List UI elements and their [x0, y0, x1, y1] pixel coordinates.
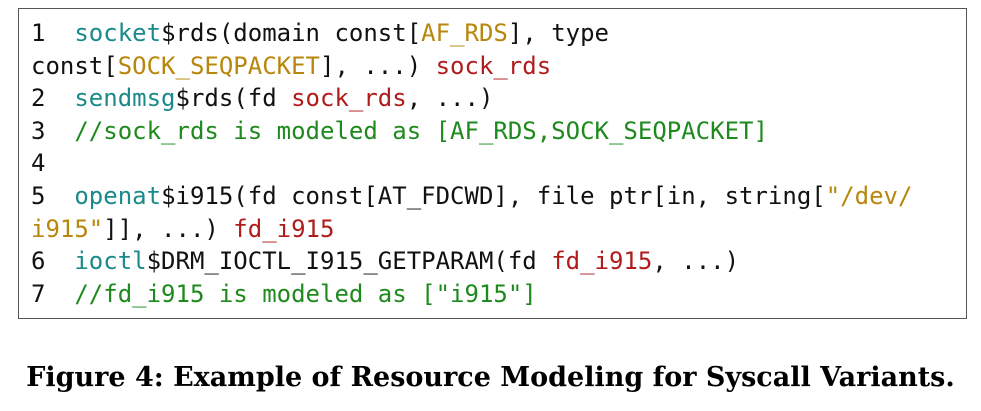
code-line-1-continued: const[SOCK_SEQPACKET], ...) sock_rds: [31, 50, 966, 83]
code-text: , ...): [406, 84, 494, 113]
code-text: ], type: [507, 19, 610, 47]
resource-name: sock_rds: [435, 51, 552, 80]
constant-value: AF_RDS: [421, 19, 508, 47]
code-line-7: 7 //fd_i915 is modeled as ["i915"]: [31, 278, 966, 311]
line-number: 2: [31, 84, 46, 113]
code-line-6: 6 ioctl$DRM_IOCTL_I915_GETPARAM(fd fd_i9…: [31, 245, 966, 278]
line-number: 7: [31, 279, 46, 308]
resource-name: sock_rds: [291, 84, 407, 113]
code-line-5: 5 openat$i915(fd const[AT_FDCWD], file p…: [31, 180, 966, 213]
line-number: 3: [31, 116, 46, 145]
line-number: 6: [31, 247, 46, 276]
code-line-2: 2 sendmsg$rds(fd sock_rds, ...): [31, 82, 966, 115]
code-line-4: 4: [31, 147, 966, 180]
resource-name: fd_i915: [233, 214, 335, 243]
string-literal: i915": [31, 214, 104, 243]
line-number: 4: [31, 149, 46, 178]
line-number: 1: [31, 19, 46, 47]
code-text: ], ...): [320, 51, 436, 80]
syscall-name: socket: [74, 19, 162, 47]
code-text: const[: [31, 51, 118, 80]
constant-value: SOCK_SEQPACKET: [117, 51, 320, 80]
resource-name: fd_i915: [551, 247, 653, 276]
code-text: $rds(domain const[: [161, 19, 422, 47]
syscall-name: sendmsg: [74, 84, 176, 113]
code-line-5-continued: i915"]], ...) fd_i915: [31, 213, 966, 246]
code-listing: 1 socket$rds(domain const[AF_RDS], type …: [18, 8, 967, 319]
code-comment: //sock_rds is modeled as [AF_RDS,SOCK_SE…: [74, 116, 768, 145]
code-line-1: 1 socket$rds(domain const[AF_RDS], type: [31, 17, 966, 50]
figure-caption: Figure 4: Example of Resource Modeling f…: [26, 362, 955, 393]
code-line-3: 3 //sock_rds is modeled as [AF_RDS,SOCK_…: [31, 115, 966, 148]
syscall-name: openat: [74, 181, 162, 210]
code-text: ]], ...): [103, 214, 234, 243]
code-text: $DRM_IOCTL_I915_GETPARAM(fd: [146, 247, 552, 276]
code-text: $rds(fd: [175, 84, 292, 113]
string-literal: "/dev/: [825, 181, 913, 210]
syscall-name: ioctl: [74, 247, 147, 276]
code-comment: //fd_i915 is modeled as ["i915"]: [74, 279, 537, 308]
code-text: $i915(fd const[AT_FDCWD], file ptr[in, s…: [161, 181, 826, 210]
code-text: , ...): [652, 247, 740, 276]
line-number: 5: [31, 181, 46, 210]
